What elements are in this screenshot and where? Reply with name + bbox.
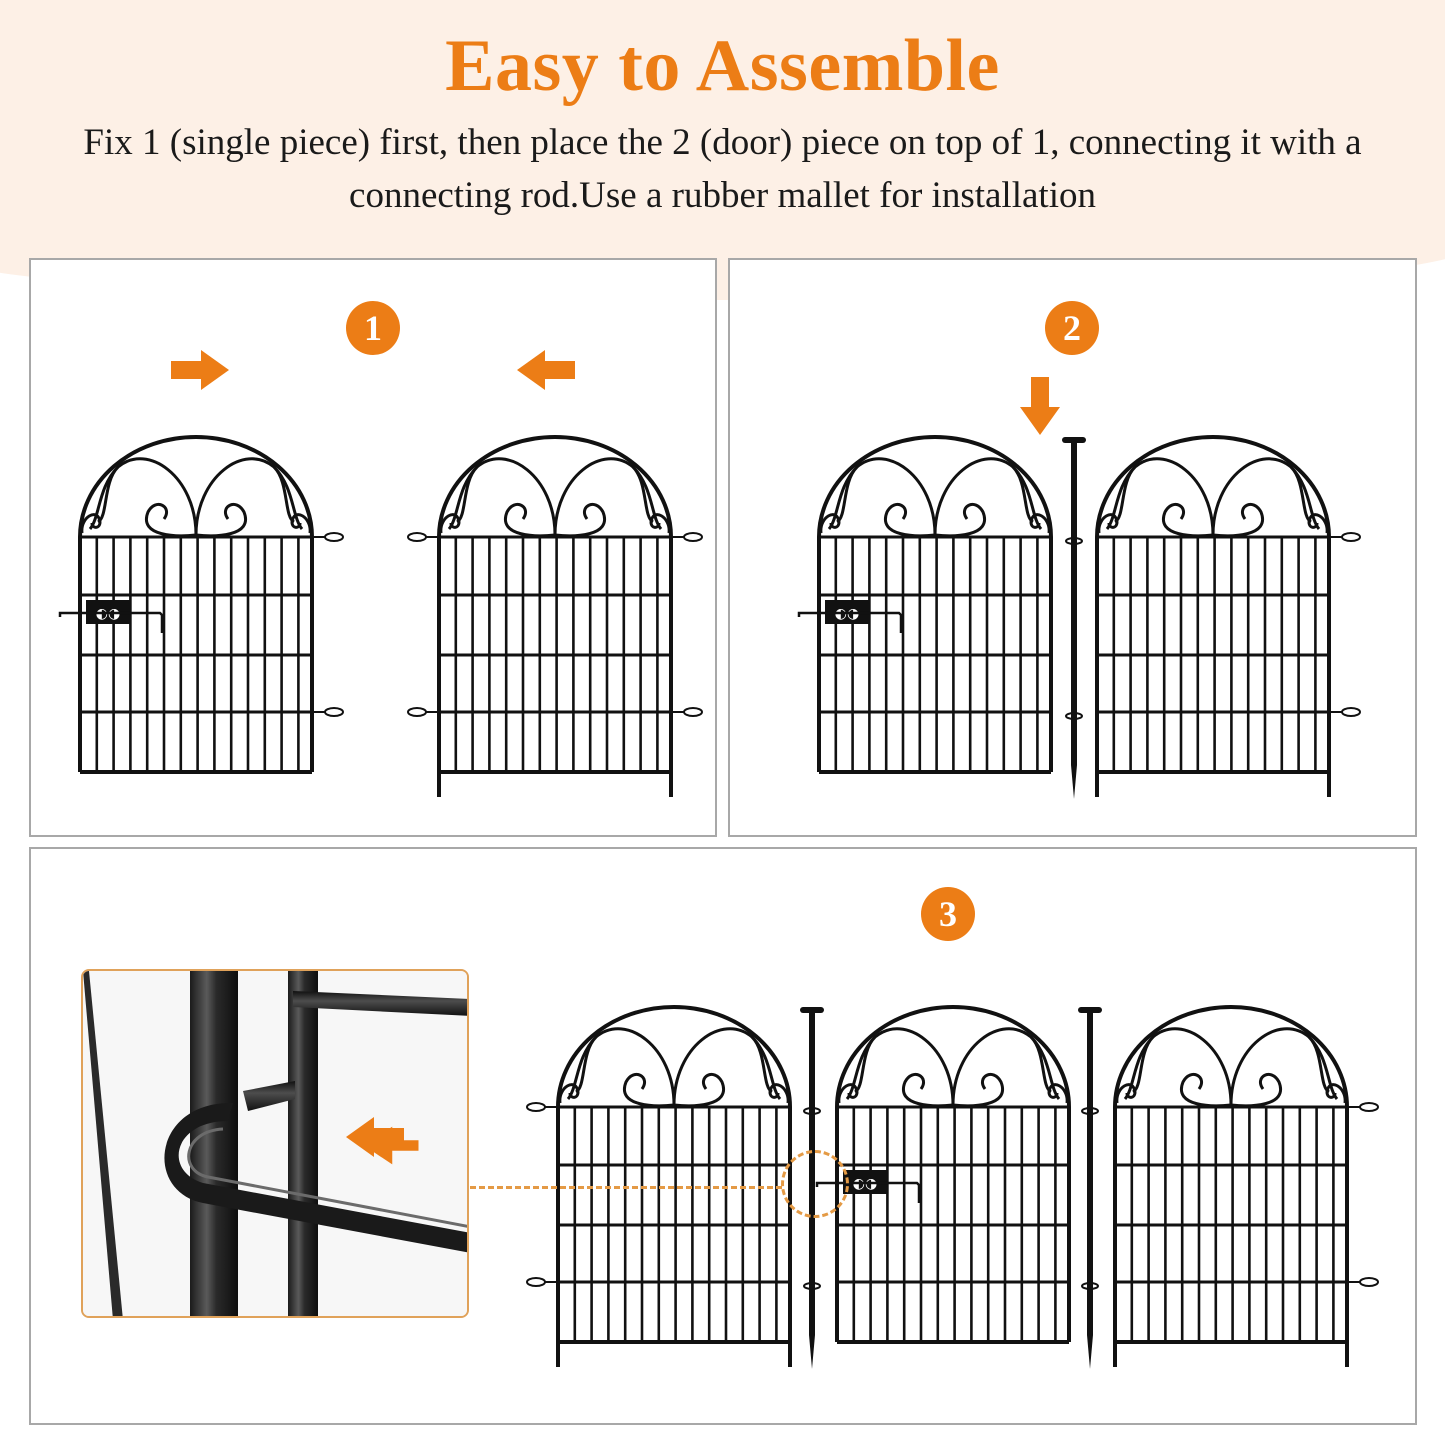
door-gate-drawing: ◐◑: [58, 435, 344, 774]
step-1-badge: 1: [346, 301, 400, 355]
arrow-left-icon: [346, 1117, 404, 1157]
page-title: Easy to Assemble: [445, 25, 1000, 107]
arrow-left-icon: [517, 350, 575, 390]
callout-dashed-line: [470, 1186, 782, 1189]
header-background: [0, 0, 1445, 300]
instructions-text: Fix 1 (single piece) first, then place t…: [83, 122, 1362, 216]
arrow-right-icon: [171, 350, 229, 390]
callout-circle: [781, 1150, 849, 1218]
connecting-rod-drawing: [1062, 437, 1086, 799]
single-fence-drawing: [1095, 435, 1361, 797]
step-3-badge: 3: [921, 887, 975, 941]
single-fence-drawing: [526, 1005, 792, 1367]
single-fence-drawing: [407, 435, 703, 797]
single-fence-drawing: [1113, 1005, 1379, 1367]
step-2-badge: 2: [1045, 301, 1099, 355]
arrow-down-icon: [1020, 377, 1060, 435]
hook-joint-photo: [83, 971, 467, 1316]
door-gate-drawing: ◐◑: [797, 435, 1053, 774]
door-gate-drawing: ◐◑: [815, 1005, 1071, 1344]
connecting-rod-drawing: [1078, 1007, 1102, 1369]
closeup-photo: [81, 969, 469, 1318]
